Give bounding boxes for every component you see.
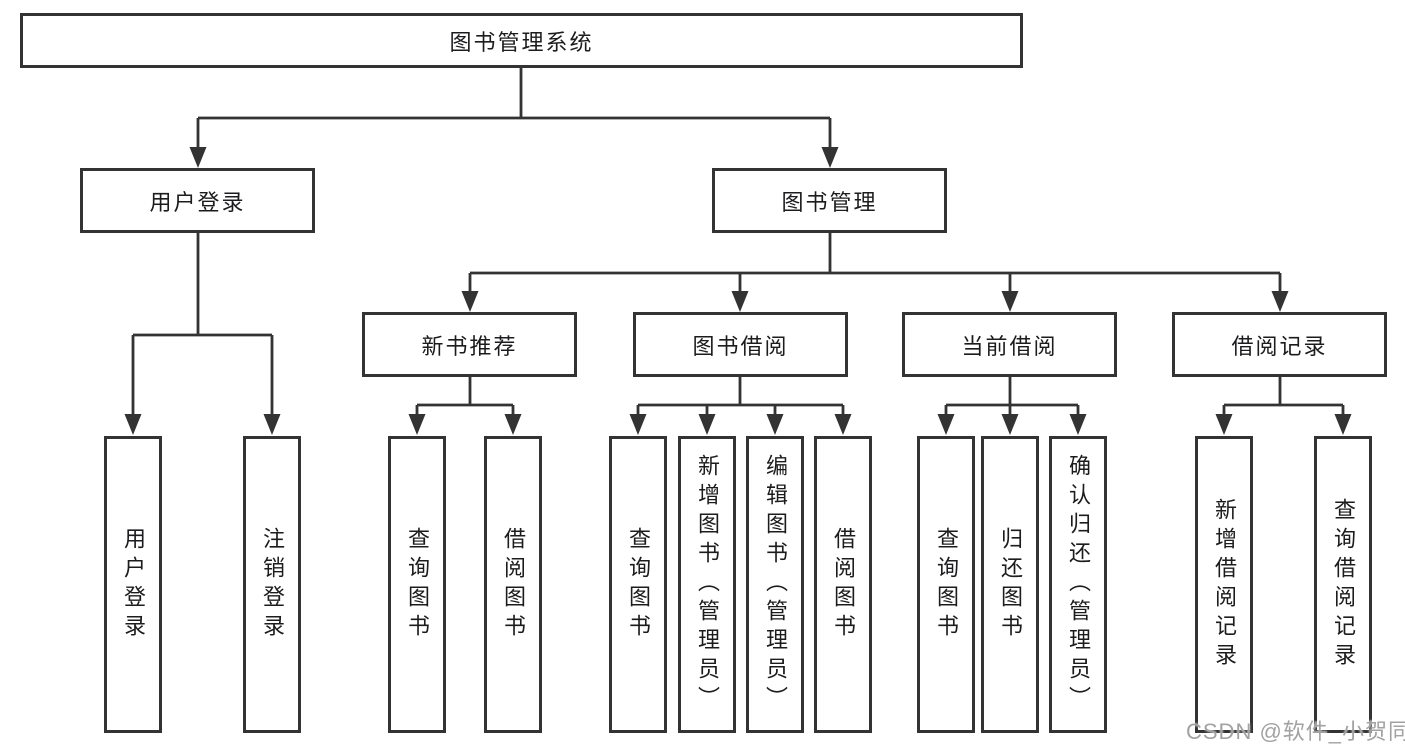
leaf-borrow-edit-books: 编辑图书（管理员）	[746, 436, 804, 733]
node-root: 图书管理系统	[20, 13, 1023, 68]
arrow-down-icon	[731, 291, 749, 312]
node-new-book-recommend-label: 新书推荐	[421, 333, 518, 359]
node-current-borrow: 当前借阅	[902, 312, 1117, 377]
node-book-management: 图书管理	[712, 168, 947, 233]
node-book-management-label: 图书管理	[781, 189, 878, 215]
arrow-down-icon	[124, 414, 142, 435]
leaf-logout-label: 注销登录	[260, 526, 285, 643]
watermark: CSDN @软件_小贺同学	[1186, 719, 1405, 744]
leaf-records-query-record: 查询借阅记录	[1314, 436, 1372, 733]
arrow-down-icon	[1069, 414, 1087, 435]
arrow-down-icon	[1215, 414, 1233, 435]
leaf-borrow-borrow-books-label: 借阅图书	[831, 526, 856, 643]
leaf-current-query-books: 查询图书	[917, 436, 975, 733]
arrow-down-icon	[834, 414, 852, 435]
arrow-down-icon	[937, 414, 955, 435]
node-book-borrow-label: 图书借阅	[692, 333, 789, 359]
leaf-records-add-record: 新增借阅记录	[1195, 436, 1253, 733]
leaf-recommend-query-books: 查询图书	[388, 436, 446, 733]
leaf-logout: 注销登录	[243, 436, 301, 733]
arrow-down-icon	[504, 414, 522, 435]
leaf-current-return-books: 归还图书	[981, 436, 1039, 733]
leaf-user-login: 用户登录	[104, 436, 162, 733]
node-borrow-records-label: 借阅记录	[1231, 333, 1328, 359]
arrow-down-icon	[189, 147, 207, 168]
leaf-borrow-query-books-label: 查询图书	[626, 526, 651, 643]
arrow-down-icon	[1334, 414, 1352, 435]
arrow-down-icon	[629, 414, 647, 435]
leaf-current-return-books-label: 归还图书	[998, 526, 1023, 643]
arrow-down-icon	[766, 414, 784, 435]
arrow-down-icon	[1271, 291, 1289, 312]
connector-records-to-leaves	[1222, 377, 1345, 419]
arrow-down-icon	[1001, 414, 1019, 435]
leaf-current-confirm-return-label: 确认归还（管理员）	[1066, 454, 1091, 715]
arrow-down-icon	[698, 414, 716, 435]
node-current-borrow-label: 当前借阅	[961, 333, 1058, 359]
connector-bookmgmt-to-level3	[468, 233, 1282, 296]
connector-userlogin-to-leaves	[131, 232, 274, 419]
node-root-label: 图书管理系统	[449, 29, 594, 55]
arrow-down-icon	[821, 147, 839, 168]
leaf-current-confirm-return: 确认归还（管理员）	[1049, 436, 1107, 733]
leaf-current-query-books-label: 查询图书	[934, 526, 959, 643]
connector-current-to-leaves	[944, 377, 1080, 419]
arrow-down-icon	[408, 414, 426, 435]
arrow-down-icon	[461, 291, 479, 312]
leaf-borrow-query-books: 查询图书	[609, 436, 667, 733]
arrow-down-icon	[263, 414, 281, 435]
node-user-login: 用户登录	[80, 168, 315, 233]
connector-recommend-to-leaves	[415, 377, 515, 419]
leaf-recommend-borrow-books: 借阅图书	[484, 436, 542, 733]
leaf-borrow-edit-books-label: 编辑图书（管理员）	[763, 454, 788, 715]
leaf-borrow-add-books-label: 新增图书（管理员）	[695, 454, 720, 715]
node-user-login-label: 用户登录	[149, 189, 246, 215]
leaf-records-add-record-label: 新增借阅记录	[1212, 497, 1237, 672]
node-borrow-records: 借阅记录	[1172, 312, 1387, 377]
leaf-user-login-label: 用户登录	[121, 526, 146, 643]
node-new-book-recommend: 新书推荐	[362, 312, 577, 377]
leaf-recommend-borrow-books-label: 借阅图书	[501, 526, 526, 643]
connector-borrow-to-leaves	[636, 377, 845, 419]
leaf-records-query-record-label: 查询借阅记录	[1331, 497, 1356, 672]
leaf-recommend-query-books-label: 查询图书	[405, 526, 430, 643]
arrow-down-icon	[1001, 291, 1019, 312]
node-book-borrow: 图书借阅	[633, 312, 848, 377]
leaf-borrow-add-books: 新增图书（管理员）	[678, 436, 736, 733]
connector-root-to-level2	[196, 68, 832, 152]
leaf-borrow-borrow-books: 借阅图书	[814, 436, 872, 733]
